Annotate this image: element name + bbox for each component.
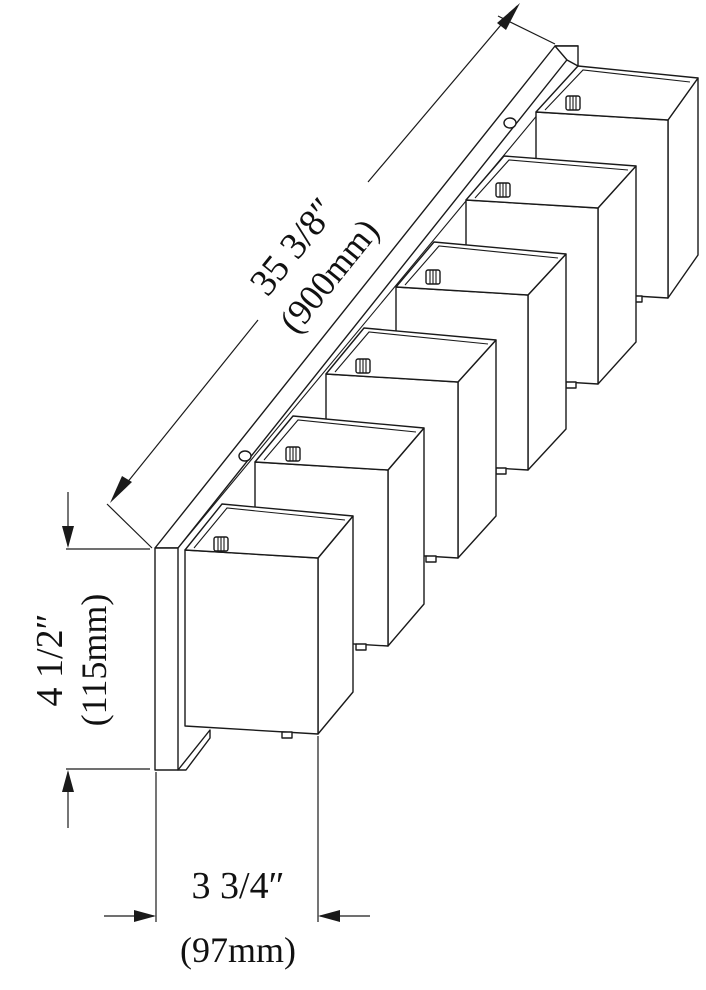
depth-dimension: 3 3/4″ (97mm) — [104, 736, 370, 970]
knob-icon — [285, 446, 301, 462]
arrow-down-icon — [110, 476, 132, 503]
arrow-up-icon — [497, 3, 520, 30]
shade-clip — [425, 555, 437, 563]
knob-icon — [213, 536, 229, 552]
arrow-left-icon — [318, 910, 340, 922]
knob-icon — [565, 95, 581, 111]
knob-icon — [495, 182, 511, 198]
knob-icon — [355, 358, 371, 374]
shade-0 — [184, 503, 354, 739]
shade-clip — [495, 467, 507, 475]
dimension-line — [117, 319, 259, 495]
backplate — [154, 45, 579, 771]
height-imperial-label: 4 1/2″ — [29, 614, 71, 707]
arrow-down-icon — [62, 526, 74, 548]
depth-imperial-label: 3 3/4″ — [192, 865, 285, 907]
depth-metric-label: (97mm) — [180, 930, 296, 970]
height-metric-label: (115mm) — [74, 594, 114, 727]
dimension-line — [367, 5, 518, 183]
shade-clip — [355, 643, 367, 651]
knob-icon — [425, 269, 441, 285]
mounting-bracket — [177, 729, 211, 771]
mounting-screws — [238, 117, 517, 462]
extension-line — [106, 503, 153, 549]
screw-icon — [238, 450, 252, 462]
arrow-right-icon — [134, 910, 156, 922]
height-dimension: 4 1/2″ (115mm) — [29, 492, 150, 828]
screw-icon — [503, 117, 517, 129]
shade-clip — [281, 731, 293, 739]
arrow-up-icon — [62, 770, 74, 792]
shade-front-face — [184, 549, 319, 735]
shade-clip — [565, 381, 577, 389]
backplate-front-face — [154, 547, 179, 771]
